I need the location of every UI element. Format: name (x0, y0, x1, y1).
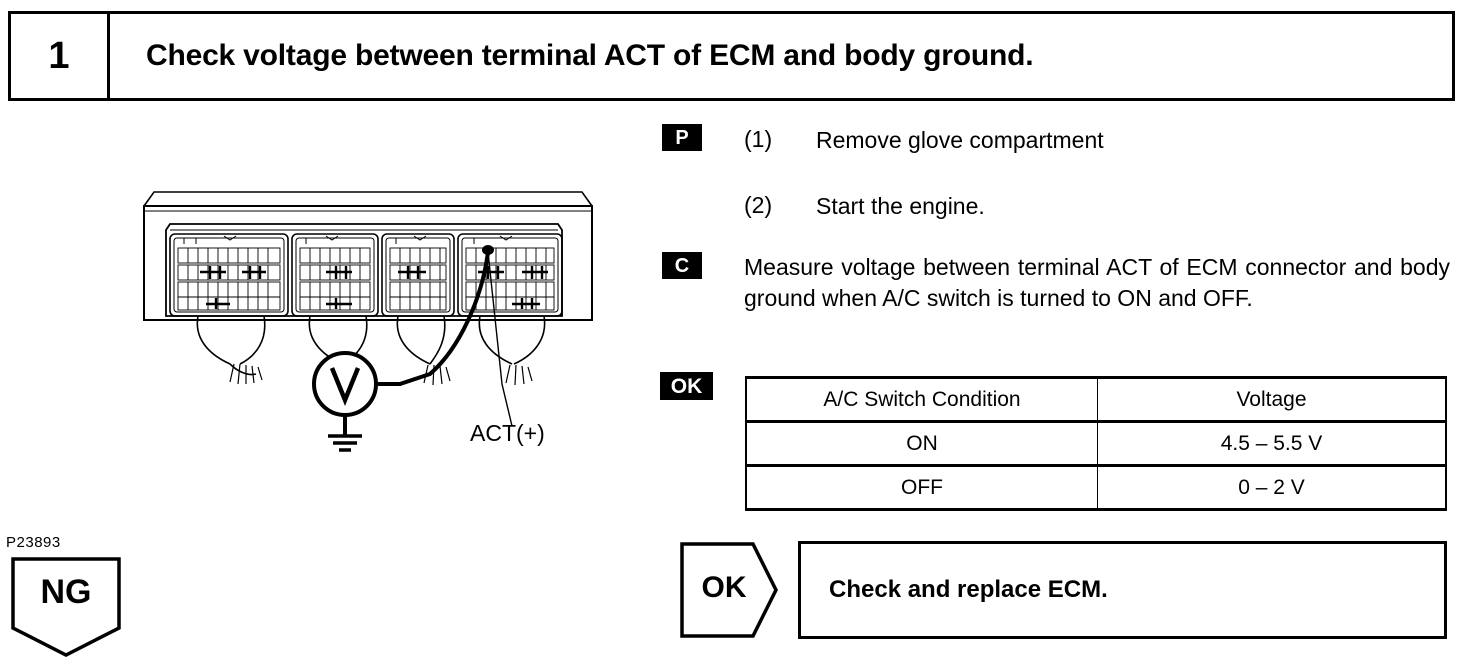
table-header-row: A/C Switch Condition Voltage (745, 376, 1447, 423)
ok-spec-badge: OK (660, 372, 713, 400)
ecm-connector-illustration (130, 178, 600, 468)
instruction-1-number: (1) (744, 126, 773, 152)
column-header-voltage: Voltage (1097, 376, 1447, 423)
voltage-spec-table: A/C Switch Condition Voltage ON 4.5 – 5.… (745, 376, 1447, 511)
test-lead-wire (376, 251, 490, 386)
step-number: 1 (48, 35, 70, 77)
ok-arrow-shape (679, 541, 779, 639)
prepare-badge: P (662, 124, 702, 151)
voltmeter-symbol (312, 351, 378, 452)
act-terminal-label: ACT(+) (470, 420, 545, 446)
cell-condition-on: ON (745, 421, 1098, 467)
result-action-text: Check and replace ECM. (829, 576, 1108, 603)
ng-arrow-shape (10, 556, 122, 658)
check-badge: C (662, 252, 702, 279)
act-leader-line (487, 251, 513, 427)
step-header-box: 1 Check voltage between terminal ACT of … (8, 11, 1455, 101)
figure-id-label: P23893 (6, 534, 61, 551)
table-row: ON 4.5 – 5.5 V (745, 421, 1447, 467)
ng-branch-label: NG (40, 573, 92, 611)
step-title: Check voltage between terminal ACT of EC… (146, 39, 1034, 72)
result-action-box: Check and replace ECM. (798, 541, 1447, 639)
target-pin-marker (482, 245, 494, 255)
cell-condition-off: OFF (745, 465, 1098, 511)
ok-branch-label: OK (701, 571, 747, 604)
table-row: OFF 0 – 2 V (745, 465, 1447, 511)
instruction-2-number: (2) (744, 192, 773, 218)
step-number-cell: 1 (11, 14, 110, 98)
measure-instruction-text: Measure voltage between terminal ACT of … (744, 254, 1450, 311)
instruction-1-text: Remove glove compartment (816, 127, 1104, 153)
cell-voltage-on: 4.5 – 5.5 V (1097, 421, 1447, 467)
instruction-2-text: Start the engine. (816, 193, 985, 219)
cell-voltage-off: 0 – 2 V (1097, 465, 1447, 511)
column-header-condition: A/C Switch Condition (745, 376, 1098, 423)
